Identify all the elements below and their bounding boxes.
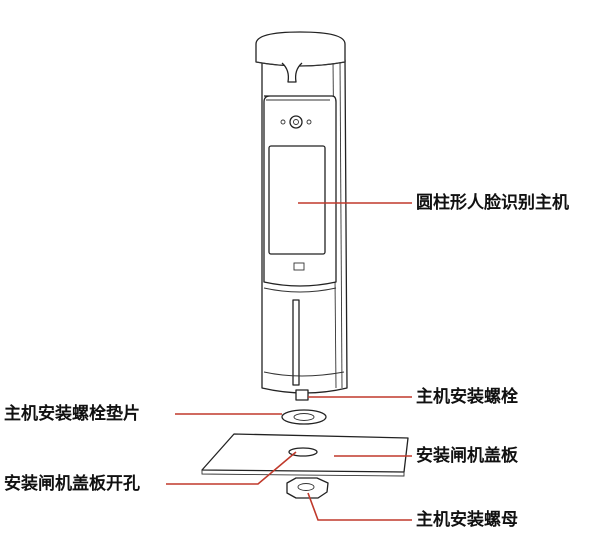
label-cover-plate: 安装闸机盖板 <box>416 446 518 466</box>
face-recognition-terminal <box>255 31 348 401</box>
mounting-nut <box>286 477 329 499</box>
label-bolt: 主机安装螺栓 <box>416 387 518 407</box>
cover-plate-hole <box>288 447 318 457</box>
screen-housing <box>263 95 337 287</box>
card-reader-icon <box>293 262 305 271</box>
label-plate-hole: 安装闸机盖板开孔 <box>4 474 140 494</box>
display-screen <box>268 145 326 255</box>
mounting-bolt <box>295 389 309 401</box>
top-cap <box>255 31 346 83</box>
label-washer: 主机安装螺栓垫片 <box>4 404 140 424</box>
bolt-washer <box>281 409 327 425</box>
turnstile-cover-plate <box>201 433 409 477</box>
label-nut: 主机安装螺母 <box>416 510 518 530</box>
label-host: 圆柱形人脸识别主机 <box>416 193 569 213</box>
leader-nut <box>307 492 412 521</box>
leader-plate-hole <box>166 451 297 485</box>
